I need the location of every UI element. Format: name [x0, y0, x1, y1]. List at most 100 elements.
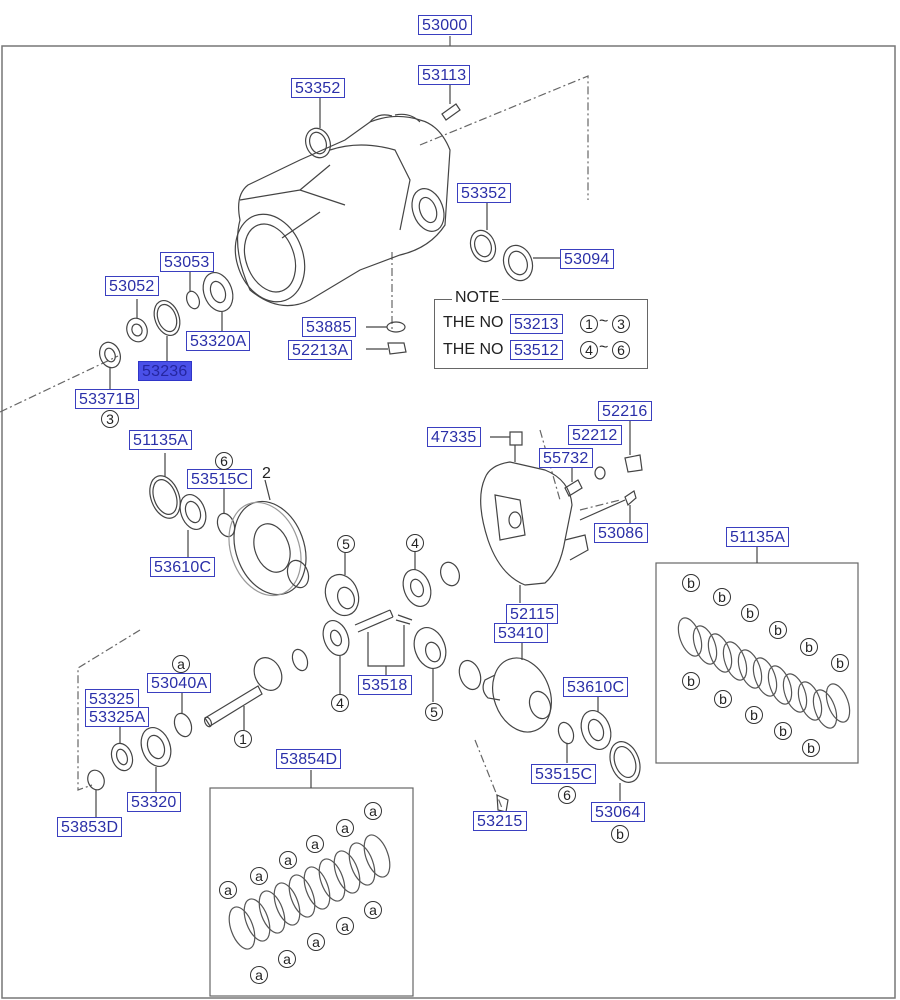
part-label-53515C[interactable]: 53515C: [187, 469, 253, 489]
shim-callout-b: b: [741, 604, 759, 622]
note-range-sep-1: ~: [599, 313, 609, 330]
shim-callout-a: a: [219, 881, 237, 899]
part-label-51135A[interactable]: 51135A: [129, 430, 193, 450]
part-label-52212[interactable]: 52212: [568, 425, 622, 445]
part-label-53320[interactable]: 53320: [127, 792, 181, 812]
shim-callout-a: a: [364, 901, 382, 919]
washer-53885: [386, 321, 406, 333]
diagram-frame: [1, 45, 896, 999]
note-range-start-2: 4: [580, 341, 598, 359]
part-label-53325[interactable]: 53325: [85, 689, 139, 709]
shim-53040A: [173, 712, 193, 738]
part-label-53053[interactable]: 53053: [160, 252, 214, 272]
callout-4: 4: [331, 694, 349, 712]
bolt-53215: [496, 794, 509, 813]
plug-52216: [624, 454, 643, 473]
note-range-end-1: 3: [612, 315, 630, 333]
part-label-55732[interactable]: 55732: [539, 448, 593, 468]
assembly-guide-lines: [0, 75, 621, 809]
bearing-53610C-left: [179, 493, 207, 531]
bearing-53320A: [202, 272, 234, 312]
callout-6: 6: [558, 786, 576, 804]
shim-callout-b: b: [802, 739, 820, 757]
part-label-52216[interactable]: 52216: [598, 401, 652, 421]
shim-callout-a: a: [336, 819, 354, 837]
part-label-53352[interactable]: 53352: [291, 78, 345, 98]
part-label-53853D[interactable]: 53853D: [57, 817, 123, 837]
shim-callout-b: b: [769, 621, 787, 639]
shim-callout-b: b: [831, 654, 849, 672]
note-range-end-2: 6: [612, 341, 630, 359]
drive-pinion: [203, 657, 283, 730]
part-label-53518[interactable]: 53518: [358, 675, 412, 695]
callout-5: 5: [425, 703, 443, 721]
shim-callout-a: a: [250, 966, 268, 984]
shim-kit-53854D-box: [209, 787, 414, 997]
part-label-53052[interactable]: 53052: [105, 276, 159, 296]
part-label-52213A[interactable]: 52213A: [288, 340, 353, 360]
note-ref-53213[interactable]: 53213: [510, 314, 563, 334]
callout-a: a: [172, 655, 190, 673]
shim-callout-b: b: [714, 690, 732, 708]
bearing-53320: [140, 727, 172, 767]
shim-callout-b: b: [682, 574, 700, 592]
part-label-52115[interactable]: 52115: [506, 604, 559, 624]
plug-52213A: [387, 342, 407, 355]
part-label-53320A[interactable]: 53320A: [186, 331, 251, 351]
diff-case-53410: [482, 642, 552, 733]
note-range-sep-2: ~: [599, 339, 609, 356]
bolt-53113: [441, 103, 461, 121]
shim-stack-a: [228, 834, 391, 950]
shim-callout-a: a: [278, 950, 296, 968]
callout-1: 1: [234, 730, 252, 748]
part-label-53325A[interactable]: 53325A: [85, 707, 150, 727]
ring-52212: [594, 466, 606, 480]
part-label-53086[interactable]: 53086: [594, 523, 648, 543]
part-label-53236-selected[interactable]: 53236: [138, 361, 192, 381]
shim-callout-a: a: [364, 802, 382, 820]
spacer-53053: [185, 290, 201, 310]
shim-53515C-left: [216, 512, 236, 538]
note-line-1-prefix: THE NO: [443, 314, 504, 331]
seal-53236: [153, 299, 181, 337]
washer-53410-left: [458, 659, 482, 691]
part-label-53371B[interactable]: 53371B: [75, 389, 140, 409]
part-label-53410[interactable]: 53410: [494, 623, 548, 643]
seal-53352-right: [469, 229, 497, 263]
part-label-53094[interactable]: 53094: [560, 249, 614, 269]
shim-callout-b: b: [774, 722, 792, 740]
part-label-53000[interactable]: 53000: [418, 15, 472, 35]
part-label-53610C[interactable]: 53610C: [563, 677, 629, 697]
part-label-53885[interactable]: 53885: [302, 317, 356, 337]
callout-5: 5: [337, 535, 355, 553]
note-box: [434, 299, 648, 369]
note-range-start-1: 1: [580, 315, 598, 333]
part-label-53352[interactable]: 53352: [457, 183, 511, 203]
part-label-53610C[interactable]: 53610C: [150, 557, 216, 577]
part-label-53064[interactable]: 53064: [591, 802, 645, 822]
bearing-53610C-right: [580, 710, 612, 750]
pinion-shaft-53518: [354, 609, 394, 633]
shim-callout-b: b: [745, 706, 763, 724]
bolt-53086: [579, 490, 637, 521]
shim-stack-b: [677, 617, 851, 729]
rear-cover-52115: [480, 445, 589, 603]
callout-2: 2: [262, 465, 271, 482]
note-ref-53512[interactable]: 53512: [510, 340, 563, 360]
spacer-53325: [110, 742, 134, 772]
plug-47335: [509, 431, 523, 446]
callout-3: 3: [101, 410, 119, 428]
part-label-53040A[interactable]: 53040A: [147, 673, 212, 693]
part-label-53515C[interactable]: 53515C: [531, 764, 597, 784]
part-label-51135A[interactable]: 51135A: [726, 527, 790, 547]
shim-callout-a: a: [250, 867, 268, 885]
shim-callout-a: a: [306, 835, 324, 853]
pin-55732: [564, 479, 583, 497]
part-label-53215[interactable]: 53215: [473, 811, 527, 831]
note-line-2-prefix: THE NO: [443, 341, 504, 358]
ring-gear: [233, 500, 307, 596]
part-label-47335[interactable]: 47335: [427, 427, 481, 447]
part-label-53854D[interactable]: 53854D: [276, 749, 342, 769]
part-label-53113[interactable]: 53113: [418, 65, 471, 85]
